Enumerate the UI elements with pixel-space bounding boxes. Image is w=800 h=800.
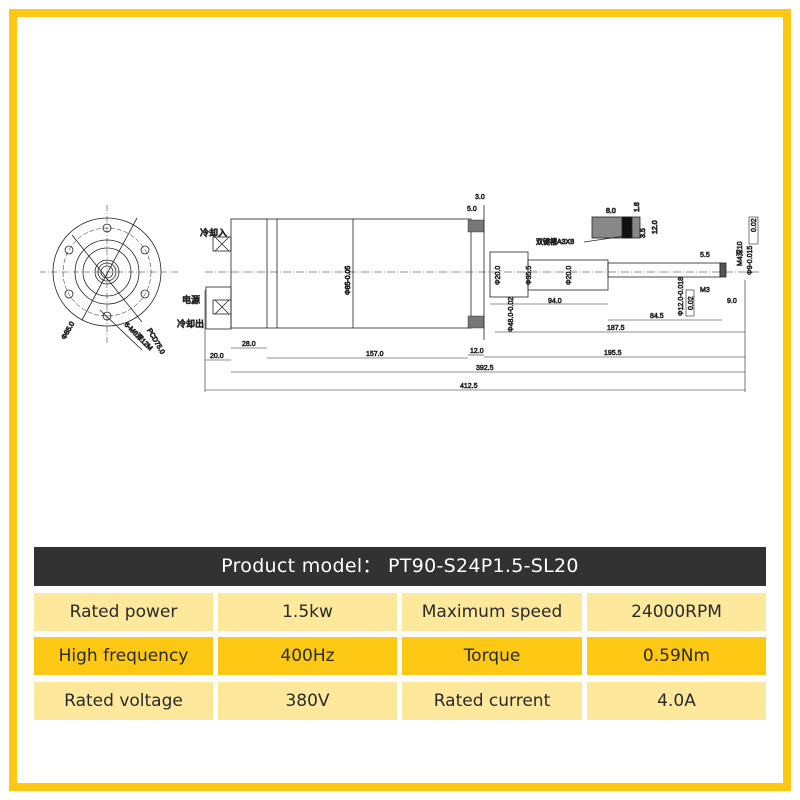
spec-label-frequency: High frequency (34, 637, 213, 675)
power-label: 电源 (182, 294, 200, 305)
keyway-3-5: 3.5 (640, 228, 647, 238)
spec-value-rated-voltage: 380V (218, 682, 397, 720)
spec-value-frequency: 400Hz (218, 637, 397, 675)
dim-412: 412.5 (460, 383, 478, 390)
spec-label-max-speed: Maximum speed (402, 593, 582, 631)
dim-392: 392.5 (476, 365, 494, 372)
cool-in-label: 冷却入 (200, 227, 227, 238)
dim-phi20a: Φ20.0 (495, 266, 502, 285)
dim-phi9: Φ9-0.015 (747, 246, 754, 275)
dim-5: 5.0 (467, 206, 477, 213)
keyway-12: 12.0 (652, 220, 659, 234)
dim-phi20b: Φ20.0 (566, 266, 573, 285)
tolerance-2: 0.02 (751, 218, 758, 232)
dim-9: 9.0 (727, 298, 737, 305)
spec-label-torque: Torque (402, 637, 582, 675)
dim-157: 157.0 (366, 351, 384, 358)
cool-out-label: 冷却出 (177, 318, 204, 329)
side-view: 冷却入 电源 冷却出 Φ85-0.05 (177, 205, 760, 340)
dim-20: 20.0 (210, 353, 224, 360)
spec-label-rated-current: Rated current (402, 682, 582, 720)
dimensions: 28.0 20.0 157.0 12.0 3.0 5.0 392.5 412.5… (204, 194, 759, 392)
product-model-header: Product model： PT90-S24P1.5-SL20 (34, 547, 766, 586)
dim-m3: M3 (700, 287, 710, 294)
spec-value-max-speed: 24000RPM (587, 593, 766, 631)
front-view: Φ85.0 PCD75.0 6-M6深12M (40, 205, 180, 356)
spec-label-rated-voltage: Rated voltage (34, 682, 213, 720)
spec-value-rated-current: 4.0A (587, 682, 766, 720)
spec-label-rated-power: Rated power (34, 593, 213, 631)
keyway-1-8: 1.8 (634, 202, 641, 212)
spec-value-rated-power: 1.5kw (218, 593, 397, 631)
dim-phi12: Φ12.0-0.018 (678, 277, 685, 316)
dim-28: 28.0 (242, 341, 256, 348)
dim-5-5: 5.5 (700, 252, 710, 259)
dim-84: 84.5 (650, 313, 664, 320)
dim-phi35: Φ35.5 (526, 266, 533, 285)
spec-value-torque: 0.59Nm (587, 637, 766, 675)
front-dia-label: Φ85.0 (61, 321, 77, 341)
dim-187: 187.5 (607, 325, 625, 332)
tolerance-1: 0.02 (688, 296, 695, 310)
dim-3: 3.0 (475, 194, 485, 201)
dim-m4: M4深10 (735, 241, 744, 266)
dim-12: 12.0 (470, 348, 484, 355)
keyway-8: 8.0 (606, 208, 616, 215)
dim-94: 94.0 (548, 298, 562, 305)
dim-phi48: Φ48.0-0.02 (508, 297, 515, 332)
keyway-detail: 双键槽A3X8 8.0 1.8 12.0 3.5 (536, 202, 660, 247)
keyway-label: 双键槽A3X8 (536, 237, 574, 246)
dim-195: 195.5 (604, 350, 622, 357)
body-dia-label: Φ85-0.05 (345, 266, 352, 295)
